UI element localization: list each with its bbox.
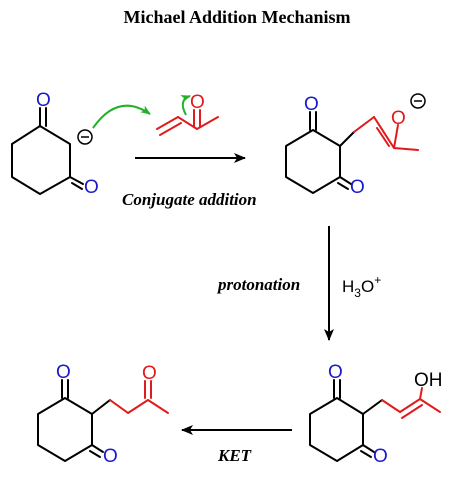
chain-double-bond-4b [401, 404, 423, 419]
linker-bond-3 [339, 131, 355, 147]
oxygen-label: O [373, 446, 388, 467]
enolate-adduct: O O O [285, 93, 426, 198]
ring-bonds-4 [309, 397, 364, 462]
carbanion-charge-icon [77, 129, 93, 145]
oxygen-label: O [103, 446, 118, 467]
oxygen-label: O [391, 108, 406, 129]
carbonyl-bond-right-4b [360, 450, 372, 458]
carbonyl-bond-right-1b [71, 182, 83, 190]
reagent-hydronium: H3O+ [342, 273, 381, 300]
enol-intermediate: O O OH [309, 362, 443, 467]
ring-bonds-3 [285, 129, 341, 194]
oxygen-label: O [142, 363, 157, 384]
step-label-conjugate-addition: Conjugate addition [122, 190, 257, 209]
methyl-vinyl-ketone: O [156, 92, 219, 136]
diagram-title: Michael Addition Mechanism [123, 7, 350, 27]
chain-bond-3a [353, 116, 375, 133]
carbonyl-bond-right-3 [339, 176, 352, 185]
chain-bond-5b [127, 399, 149, 414]
ring-bonds-1 [11, 125, 71, 195]
oxygen-label: O [328, 362, 343, 383]
chain-double-bond-3 [376, 127, 390, 147]
linker-bond-5 [91, 399, 111, 415]
linker-bond-4 [362, 399, 383, 415]
electron-push-arrow-icon [92, 104, 151, 129]
enolate-c-o-bond [393, 124, 399, 149]
oxygen-label: O [304, 94, 319, 115]
ring-bonds-5 [37, 397, 93, 462]
methyl-bond-5 [147, 399, 169, 414]
chain-bond-5a [109, 399, 129, 414]
carbonyl-bond-right-5b [89, 450, 101, 458]
step-label-protonation: protonation [216, 275, 300, 294]
oxygen-label: O [36, 90, 51, 111]
oxygen-label: O [350, 177, 365, 198]
step-label-ket: KET [217, 446, 252, 465]
carbonyl-bond-right-1 [69, 176, 84, 185]
oxyanion-charge-icon [410, 93, 426, 109]
oxygen-label: O [56, 362, 71, 383]
michael-product: O O O [37, 362, 169, 467]
carbonyl-bond-right-5 [91, 444, 104, 453]
oxygen-label: O [84, 177, 99, 198]
hydroxyl-label: OH [414, 370, 443, 391]
chain-bond-3b [373, 116, 395, 149]
enol-c-o-bond [419, 387, 423, 400]
vinyl-double-bond-b [159, 122, 182, 136]
enolate-molecule: O O [11, 90, 99, 198]
methyl-bond-3 [393, 147, 419, 151]
oxygen-label: O [190, 92, 205, 113]
carbonyl-bond-right-4 [362, 444, 375, 453]
chain-double-bond-4 [399, 398, 421, 413]
carbonyl-push-arrow-icon [180, 95, 191, 116]
chain-bond-4a [381, 399, 401, 413]
carbonyl-bond-right-3b [337, 182, 349, 190]
methyl-bond-4 [419, 398, 441, 413]
vinyl-double-bond [156, 116, 179, 130]
